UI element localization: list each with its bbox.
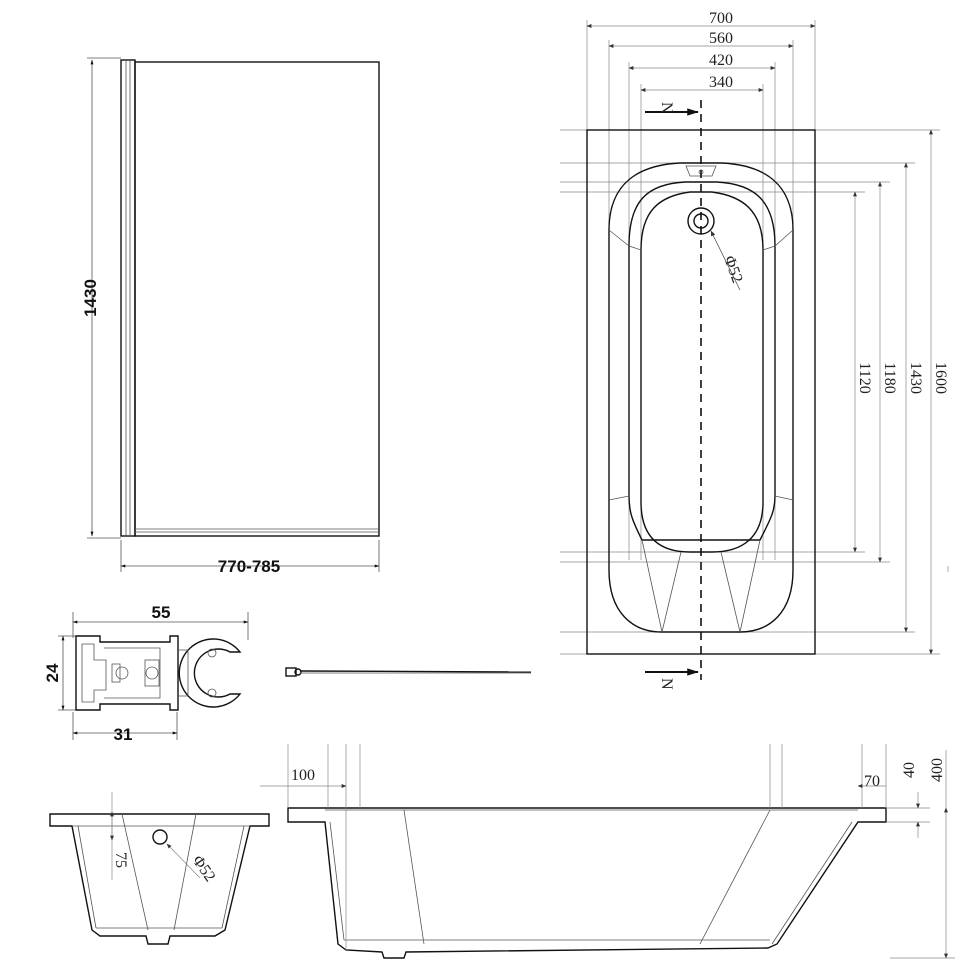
- profile-height-label: 24: [43, 663, 62, 682]
- plan-length-1120-label: 1120: [856, 362, 873, 393]
- bath-plan-view: 700 560 420 340: [560, 10, 949, 690]
- profile-wall-channel: [75, 635, 179, 711]
- screen-width-label: 770-785: [218, 557, 280, 576]
- side-section-outline: [287, 807, 887, 959]
- screen-glass-panel: [134, 61, 380, 537]
- profile-hinge-barrel: [178, 638, 242, 708]
- plan-length-1600-label: 1600: [932, 362, 949, 394]
- plan-width-420-label: 420: [709, 52, 733, 69]
- plan-width-700-label: 700: [709, 10, 733, 27]
- bath-end-section: 75 Φ52: [49, 792, 270, 945]
- side-rim-70-label: 70: [864, 773, 880, 790]
- bath-floor-outline: [640, 191, 764, 553]
- profile-section: 55 24 31: [43, 603, 249, 744]
- screen-height-label: 1430: [81, 279, 100, 317]
- end-section-overflow-hole: [152, 829, 168, 845]
- screen-frame-profile: [120, 59, 136, 537]
- plan-width-340-label: 340: [709, 74, 733, 91]
- profile-overall-width-label: 55: [152, 603, 171, 622]
- side-depth-400-label: 400: [929, 758, 946, 782]
- plan-length-1180-label: 1180: [881, 362, 898, 393]
- seal-strip: [285, 667, 532, 677]
- screen-elevation: 1430 770-785: [81, 57, 380, 576]
- bath-side-section: 100 70 40 400: [260, 744, 955, 959]
- section-marker-bottom: N: [658, 678, 675, 690]
- plan-length-1430-label: 1430: [907, 362, 924, 394]
- end-depth-75-label: 75: [112, 852, 129, 868]
- end-waste-diameter-label: Φ52: [189, 853, 219, 885]
- plan-waste-diameter-label: Φ52: [720, 254, 745, 286]
- profile-base-width-label: 31: [114, 725, 133, 744]
- end-section-outline: [49, 813, 270, 945]
- side-rim-100-label: 100: [291, 767, 315, 784]
- section-marker-top: N: [658, 102, 675, 114]
- side-rim-40-label: 40: [901, 762, 918, 778]
- plan-width-560-label: 560: [709, 30, 733, 47]
